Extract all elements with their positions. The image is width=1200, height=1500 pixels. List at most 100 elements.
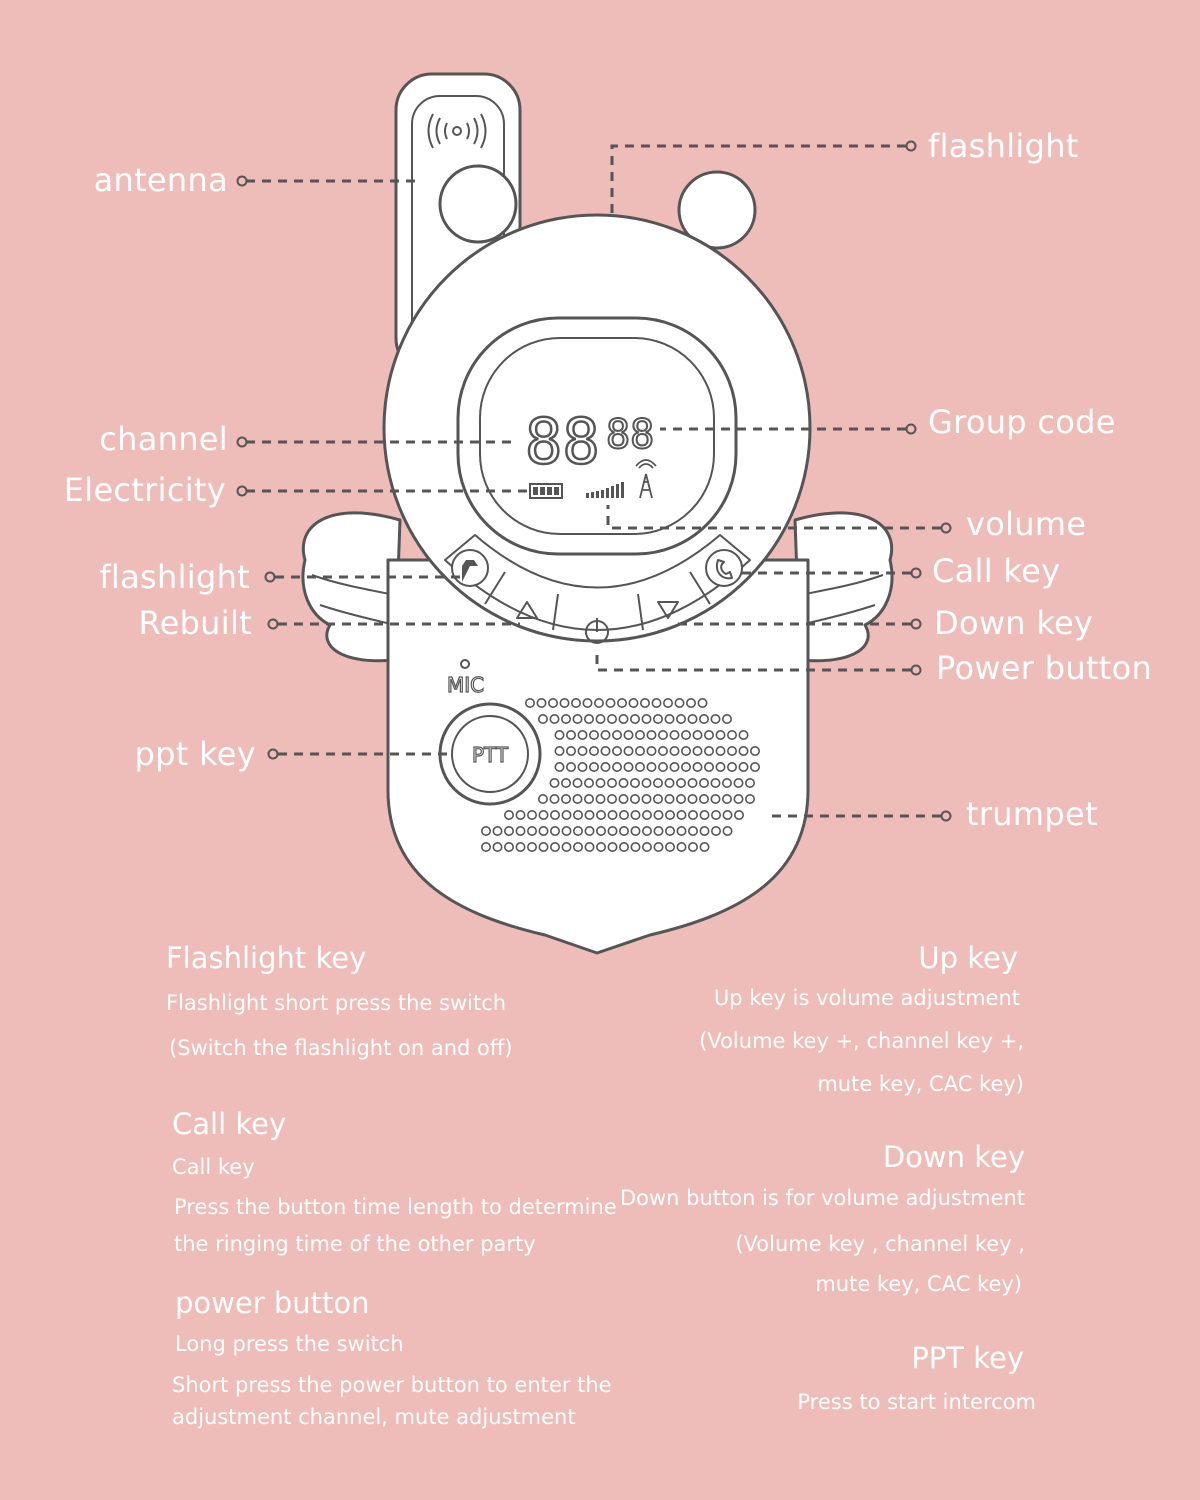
- speaker-hole: [572, 793, 583, 804]
- speaker-hole: [733, 777, 744, 788]
- callout-group-code: Group code: [928, 403, 1116, 441]
- speaker-hole: [618, 809, 629, 820]
- speaker-hole: [618, 841, 629, 852]
- speaker-hole: [572, 825, 583, 836]
- speaker-hole: [687, 777, 698, 788]
- speaker-hole: [600, 729, 611, 740]
- desc-flashlight-key: Flashlight key Flashlight short press th…: [166, 940, 513, 1061]
- speaker-hole: [680, 761, 691, 772]
- speaker-hole: [651, 697, 662, 708]
- speaker-hole: [616, 697, 627, 708]
- desc-flashlight-line: (Switch the flashlight on and off): [169, 1036, 513, 1060]
- speaker-hole: [577, 761, 588, 772]
- speaker-hole: [698, 777, 709, 788]
- callout-ppt-key: ppt key: [134, 735, 256, 773]
- speaker-hole: [606, 713, 617, 724]
- desc-down-line: mute key, CAC key): [815, 1272, 1022, 1296]
- speaker-hole: [687, 841, 698, 852]
- speaker-hole: [577, 729, 588, 740]
- speaker-hole: [715, 729, 726, 740]
- speaker-hole: [721, 793, 732, 804]
- flashlight-icon[interactable]: [451, 549, 489, 587]
- speaker-hole: [710, 825, 721, 836]
- desc-ppt-title: PPT key: [911, 1341, 1024, 1375]
- speaker-hole: [600, 745, 611, 756]
- speaker-hole: [698, 793, 709, 804]
- desc-ppt-key: PPT key Press to start intercom: [797, 1340, 1036, 1415]
- desc-down-line: (Volume key , channel key ,: [735, 1232, 1025, 1256]
- speaker-hole: [515, 809, 526, 820]
- speaker-hole: [664, 713, 675, 724]
- speaker-hole: [607, 841, 618, 852]
- up-arrow-icon[interactable]: [516, 601, 538, 619]
- speaker-hole: [538, 841, 549, 852]
- speaker-hole: [549, 841, 560, 852]
- desc-ppt-line: Press to start intercom: [797, 1390, 1036, 1414]
- speaker-hole: [595, 841, 606, 852]
- speaker-hole: [692, 745, 703, 756]
- display-small: 88: [606, 412, 654, 458]
- speaker-hole: [680, 745, 691, 756]
- speaker-hole: [726, 761, 737, 772]
- desc-up-line: (Volume key +, channel key +,: [699, 1029, 1024, 1053]
- speaker-hole: [560, 793, 571, 804]
- speaker-hole: [664, 841, 675, 852]
- speaker-hole: [618, 825, 629, 836]
- speaker-hole: [721, 777, 732, 788]
- speaker-hole: [653, 825, 664, 836]
- callout-down-key: Down key: [934, 604, 1094, 642]
- desc-call-line: the ringing time of the other party: [174, 1232, 536, 1256]
- line-power-button: [595, 648, 911, 672]
- speaker-hole: [641, 713, 652, 724]
- speaker-hole: [565, 729, 576, 740]
- speaker-hole: [699, 825, 710, 836]
- speaker-hole: [583, 777, 594, 788]
- speaker-hole: [595, 793, 606, 804]
- speaker-hole: [744, 777, 755, 788]
- left-ear: [438, 164, 518, 244]
- speaker-hole: [554, 745, 565, 756]
- speaker-hole: [600, 761, 611, 772]
- speaker-hole: [577, 745, 588, 756]
- desc-up-key: Up key Up key is volume adjustment (Volu…: [699, 940, 1024, 1097]
- speaker-hole: [641, 809, 652, 820]
- speaker-hole: [492, 841, 503, 852]
- desc-power-button: power button Long press the switch Short…: [172, 1285, 612, 1430]
- speaker-hole: [641, 793, 652, 804]
- speaker-hole: [664, 809, 675, 820]
- speaker-hole: [629, 793, 640, 804]
- down-arrow-icon[interactable]: [657, 601, 679, 619]
- phone-icon[interactable]: [705, 549, 743, 587]
- speaker-hole: [570, 697, 581, 708]
- mic-hole: [460, 659, 470, 669]
- speaker-hole: [549, 777, 560, 788]
- speaker-hole: [646, 745, 657, 756]
- power-icon[interactable]: [585, 618, 609, 644]
- desc-power-line: Short press the power button to enter th…: [172, 1373, 612, 1397]
- speaker-hole: [611, 745, 622, 756]
- ptt-button-inner[interactable]: [451, 715, 529, 793]
- desc-call-line: Press the button time length to determin…: [174, 1195, 617, 1219]
- speaker-hole: [588, 745, 599, 756]
- speaker-hole: [657, 729, 668, 740]
- speaker-hole: [595, 825, 606, 836]
- speaker-hole: [480, 825, 491, 836]
- speaker-hole: [618, 777, 629, 788]
- tower-icon: [635, 459, 657, 499]
- volume-bars-icon: [586, 482, 624, 498]
- mic-label: MIC: [447, 673, 484, 697]
- speaker-hole: [703, 761, 714, 772]
- speaker-hole: [646, 729, 657, 740]
- speaker-hole: [560, 713, 571, 724]
- speaker-hole: [582, 697, 593, 708]
- speaker-hole: [669, 729, 680, 740]
- speaker-hole: [584, 841, 595, 852]
- speaker-hole: [657, 761, 668, 772]
- speaker-hole: [738, 729, 749, 740]
- speaker-hole: [675, 793, 686, 804]
- speaker-hole: [634, 729, 645, 740]
- speaker-hole: [639, 697, 650, 708]
- speaker-hole: [538, 809, 549, 820]
- speaker-hole: [722, 825, 733, 836]
- speaker-hole: [618, 793, 629, 804]
